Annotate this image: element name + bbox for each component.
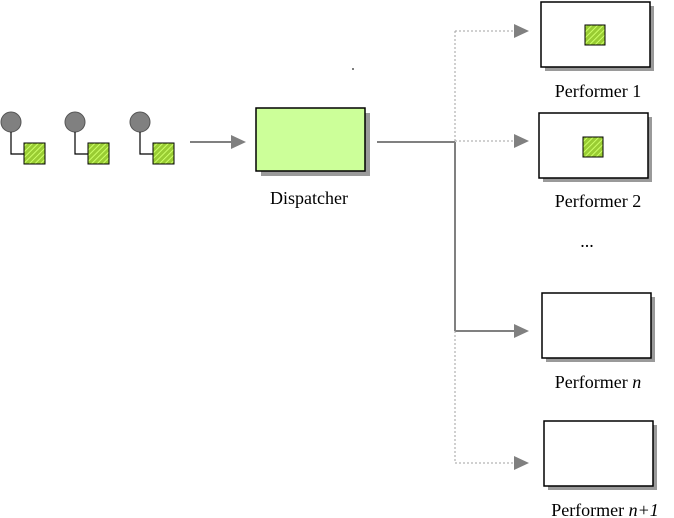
connectors: [377, 24, 529, 470]
performer-label: Performer 2: [555, 191, 641, 211]
message-1: [0, 111, 46, 165]
performer-box: [543, 420, 654, 487]
performer-n: Performer n: [541, 292, 655, 392]
performer-2: Performer 2: [538, 112, 652, 211]
work-item-icon: [582, 136, 604, 158]
message-3: [129, 111, 175, 165]
performer-label: Performer n+1: [551, 500, 659, 518]
performer-1: Performer 1: [540, 1, 654, 101]
performer-box: [541, 292, 652, 359]
dispatcher: Dispatcher: [255, 107, 370, 208]
performer-label: Performer 1: [555, 81, 641, 101]
input-arrow: [190, 135, 246, 149]
message-stem: [10, 132, 24, 155]
work-item-icon: [584, 24, 606, 46]
message-head-icon: [64, 111, 86, 133]
arrowhead-icon: [514, 324, 529, 338]
ellipsis: ...: [580, 231, 594, 251]
arrowhead-icon: [231, 135, 246, 149]
stray-dot: [352, 68, 354, 70]
message-payload-icon: [23, 142, 46, 165]
dispatcher-box: [255, 107, 366, 172]
arrowhead-icon: [514, 456, 529, 470]
performer-label: Performer n: [555, 372, 641, 392]
arrowhead-icon: [514, 24, 529, 38]
message-stem: [74, 132, 88, 155]
message-stem: [139, 132, 153, 155]
message-payload-icon: [87, 142, 110, 165]
performer-n-plus-1: Performer n+1: [543, 420, 659, 518]
arrowhead-icon: [514, 134, 529, 148]
dispatcher-label: Dispatcher: [270, 188, 348, 208]
message-2: [64, 111, 110, 165]
message-head-icon: [129, 111, 151, 133]
message-head-icon: [0, 111, 22, 133]
message-payload-icon: [152, 142, 175, 165]
